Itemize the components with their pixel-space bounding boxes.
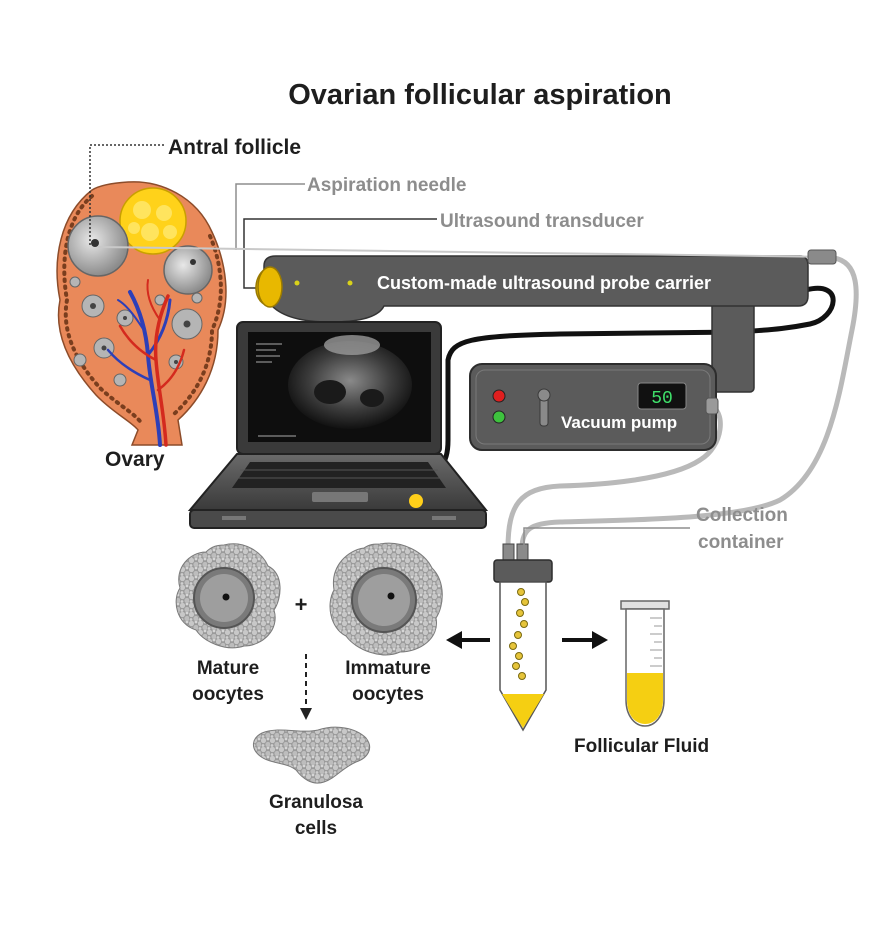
pump-display [637, 382, 687, 410]
vacuum-pump: 50 Vacuum pump [469, 363, 719, 451]
ultrasound-transducer-label: Ultrasound transducer [440, 211, 644, 232]
arrow-to-oocytes [446, 631, 490, 649]
diagram-title: Ovarian follicular aspiration [288, 79, 672, 111]
immature-oocyte [329, 542, 443, 656]
probe-carrier: Custom-made ultrasound probe carrier [97, 246, 837, 393]
immature-oocytes-label-1: Immature [345, 658, 431, 679]
mature-oocytes-label-1: Mature [197, 658, 259, 679]
corpus-luteum [119, 187, 187, 255]
arrow-to-granulosa [300, 654, 312, 720]
mature-oocyte [175, 543, 281, 649]
collection-container-label-2: container [698, 532, 784, 553]
granulosa-cells-label-1: Granulosa [269, 792, 363, 813]
mature-oocytes-label-2: oocytes [192, 684, 264, 705]
antral-follicle-leader [89, 144, 165, 245]
probe-cable [419, 285, 836, 475]
arrow-to-fluid [562, 631, 608, 649]
aspiration-tube [519, 255, 859, 549]
granulosa-cells [253, 726, 371, 784]
aspiration-needle-leader [235, 183, 305, 250]
aspiration-needle-label: Aspiration needle [307, 175, 466, 196]
collection-container [493, 543, 553, 732]
pump-display-value: 50 [651, 389, 673, 409]
granulosa-cells-label-2: cells [295, 818, 337, 839]
ovary-illustration [56, 181, 227, 447]
collection-container-label-1: Collection [696, 505, 788, 526]
aspiration-needle [97, 246, 835, 258]
antral-follicle-label: Antral follicle [168, 136, 301, 159]
needle-hub [807, 249, 837, 265]
pump-red-led [492, 389, 506, 403]
pump-green-led [492, 410, 506, 424]
ultrasound-transducer-leader [243, 218, 437, 289]
laptop [187, 321, 489, 529]
vacuum-pump-label: Vacuum pump [561, 413, 677, 432]
blood-vessels [106, 279, 186, 447]
plus-sign: + [295, 592, 308, 617]
antral-follicle-right [163, 245, 213, 295]
probe-carrier-label: Custom-made ultrasound probe carrier [377, 273, 711, 293]
immature-oocytes-label-2: oocytes [352, 684, 424, 705]
antral-follicle-left [67, 215, 129, 277]
follicular-fluid-tube [620, 600, 670, 727]
collection-container-leader [523, 527, 690, 550]
vacuum-tube [505, 403, 723, 549]
follicular-fluid-label: Follicular Fluid [574, 736, 709, 757]
ovary-label: Ovary [105, 448, 165, 471]
